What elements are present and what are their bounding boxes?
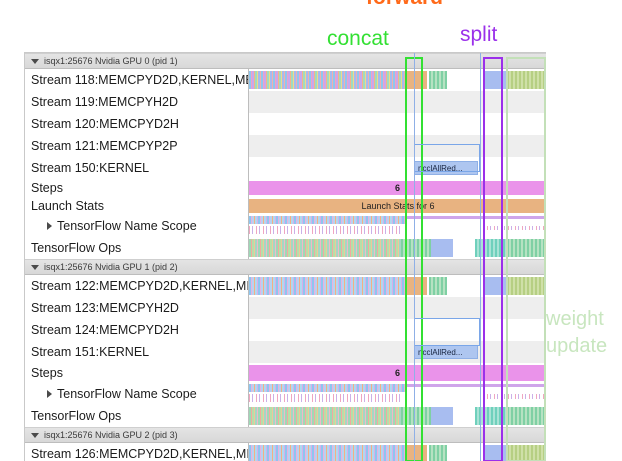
group-header-label: isqx1:25676 Nvidia GPU 0 (pid 1) <box>44 56 178 66</box>
track-label: Stream 126:MEMCPYD2D,KERNEL,MI <box>25 443 249 461</box>
annotation-concat: concat <box>327 27 389 50</box>
chevron-right-icon[interactable] <box>47 222 52 230</box>
track-label: Stream 120:MEMCPYD2H <box>25 113 249 135</box>
chevron-down-icon[interactable] <box>31 432 39 438</box>
track-lane[interactable] <box>249 215 546 237</box>
group-header-label: isqx1:25676 Nvidia GPU 2 (pid 3) <box>44 430 178 440</box>
steps-bar[interactable] <box>249 181 546 195</box>
track-lane[interactable]: 6 <box>249 363 546 383</box>
track-lane[interactable] <box>249 135 546 157</box>
trace-viewer-panel[interactable]: isqx1:25676 Nvidia GPU 0 (pid 1) Stream … <box>24 52 546 461</box>
track-label: TensorFlow Ops <box>25 405 249 427</box>
group-header-label: isqx1:25676 Nvidia GPU 1 (pid 2) <box>44 262 178 272</box>
track-lane[interactable]: 6 <box>249 179 546 197</box>
steps-bar[interactable] <box>249 365 546 381</box>
launch-stats-bar-label: Launch Stats for 6 <box>361 201 435 211</box>
track-lane[interactable] <box>249 91 546 113</box>
track-row-steps-gpu1[interactable]: Steps 6 <box>25 363 546 383</box>
track-label-text: TensorFlow Name Scope <box>57 387 197 401</box>
nccl-event-chip[interactable]: ncclAllRed... <box>414 161 478 175</box>
track-row-name-scope-gpu1[interactable]: TensorFlow Name Scope <box>25 383 546 405</box>
track-label: Stream 122:MEMCPYD2D,KERNEL,MI <box>25 275 249 297</box>
chevron-down-icon[interactable] <box>31 264 39 270</box>
track-lane[interactable]: Launch Stats for 6 <box>249 197 546 215</box>
track-lane[interactable] <box>249 405 546 427</box>
track-lane[interactable] <box>249 275 546 297</box>
track-row-stream122[interactable]: Stream 122:MEMCPYD2D,KERNEL,MI <box>25 275 546 297</box>
annotation-split: split <box>460 23 498 46</box>
nccl-event-chip[interactable]: ncclAllRed... <box>414 345 478 359</box>
track-lane[interactable] <box>249 113 546 135</box>
track-row-stream124[interactable]: Stream 124:MEMCPYD2H <box>25 319 546 341</box>
track-lane[interactable] <box>249 383 546 405</box>
track-row-stream120[interactable]: Stream 120:MEMCPYD2H <box>25 113 546 135</box>
track-label: TensorFlow Name Scope <box>25 383 249 405</box>
group-header-gpu1[interactable]: isqx1:25676 Nvidia GPU 1 (pid 2) <box>25 259 546 275</box>
track-label: Stream 124:MEMCPYD2H <box>25 319 249 341</box>
track-label: Stream 121:MEMCPYP2P <box>25 135 249 157</box>
steps-bar-label: 6 <box>395 368 401 378</box>
track-lane[interactable] <box>249 237 546 259</box>
group-header-gpu2[interactable]: isqx1:25676 Nvidia GPU 2 (pid 3) <box>25 427 546 443</box>
track-row-stream118[interactable]: Stream 118:MEMCPYD2D,KERNEL,ME <box>25 69 546 91</box>
group-header-gpu0[interactable]: isqx1:25676 Nvidia GPU 0 (pid 1) <box>25 53 546 69</box>
track-label: Stream 123:MEMCPYH2D <box>25 297 249 319</box>
track-label: Launch Stats <box>25 197 249 215</box>
track-lane[interactable] <box>249 319 546 341</box>
track-label: Stream 151:KERNEL <box>25 341 249 363</box>
track-lane[interactable]: ncclAllRed... <box>249 157 546 179</box>
track-row-stream126[interactable]: Stream 126:MEMCPYD2D,KERNEL,MI <box>25 443 546 461</box>
track-label-text: TensorFlow Name Scope <box>57 219 197 233</box>
chevron-right-icon[interactable] <box>47 390 52 398</box>
track-lane[interactable] <box>249 69 546 91</box>
steps-bar-label: 6 <box>395 183 401 193</box>
track-row-stream123[interactable]: Stream 123:MEMCPYH2D <box>25 297 546 319</box>
track-lane[interactable]: ncclAllRed... <box>249 341 546 363</box>
track-row-stream119[interactable]: Stream 119:MEMCPYH2D <box>25 91 546 113</box>
track-label: Steps <box>25 179 249 197</box>
track-row-stream150[interactable]: Stream 150:KERNEL ncclAllRed... <box>25 157 546 179</box>
track-label: Stream 118:MEMCPYD2D,KERNEL,ME <box>25 69 249 91</box>
chevron-down-icon[interactable] <box>31 58 39 64</box>
track-label: Steps <box>25 363 249 383</box>
track-label: Stream 150:KERNEL <box>25 157 249 179</box>
track-lane[interactable] <box>249 443 546 461</box>
track-row-launch-stats[interactable]: Launch Stats Launch Stats for 6 <box>25 197 546 215</box>
track-row-tf-ops-gpu0[interactable]: TensorFlow Ops <box>25 237 546 259</box>
annotation-orange-clipped: forward <box>366 0 443 10</box>
annotation-weight-update: weight update <box>546 308 608 357</box>
track-row-name-scope-gpu0[interactable]: TensorFlow Name Scope <box>25 215 546 237</box>
track-row-stream151[interactable]: Stream 151:KERNEL ncclAllRed... <box>25 341 546 363</box>
track-row-tf-ops-gpu1[interactable]: TensorFlow Ops <box>25 405 546 427</box>
track-label: TensorFlow Ops <box>25 237 249 259</box>
track-row-steps-gpu0[interactable]: Steps 6 <box>25 179 546 197</box>
launch-stats-bar[interactable] <box>249 199 546 213</box>
track-label: TensorFlow Name Scope <box>25 215 249 237</box>
track-lane[interactable] <box>249 297 546 319</box>
track-label: Stream 119:MEMCPYH2D <box>25 91 249 113</box>
track-row-stream121[interactable]: Stream 121:MEMCPYP2P <box>25 135 546 157</box>
